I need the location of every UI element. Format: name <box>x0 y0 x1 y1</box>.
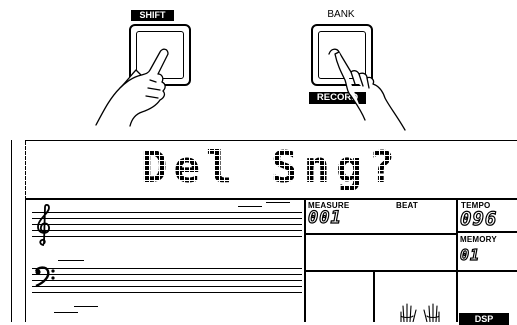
measure-value: 001 <box>308 208 342 228</box>
memory-label: MEMORY <box>460 235 497 244</box>
lcd-bezel-edge <box>11 140 12 322</box>
lcd-divider-h2 <box>304 270 456 272</box>
lcd-divider <box>25 198 517 200</box>
pressing-finger-icon <box>90 40 200 130</box>
pressing-finger-icon <box>325 40 435 135</box>
lcd-divider-h4 <box>456 270 517 272</box>
lcd-divider-v2 <box>456 198 458 322</box>
memory-value: 01 <box>460 246 480 264</box>
lcd-message-display: Del Sng? <box>25 141 517 197</box>
lcd-divider-v3 <box>373 270 375 322</box>
lcd-divider-h3 <box>456 231 517 233</box>
shift-label: SHIFT <box>131 10 174 21</box>
lcd-divider-v1 <box>304 198 306 322</box>
tempo-value: 096 <box>460 208 497 230</box>
treble-clef-icon <box>34 203 54 247</box>
bass-clef-icon <box>33 266 57 288</box>
lcd-divider-h1 <box>304 233 456 235</box>
bank-label: BANK <box>316 9 366 21</box>
hands-icon <box>397 300 443 322</box>
dsp-indicator: DSP <box>459 313 509 325</box>
beat-label: BEAT <box>396 201 418 210</box>
